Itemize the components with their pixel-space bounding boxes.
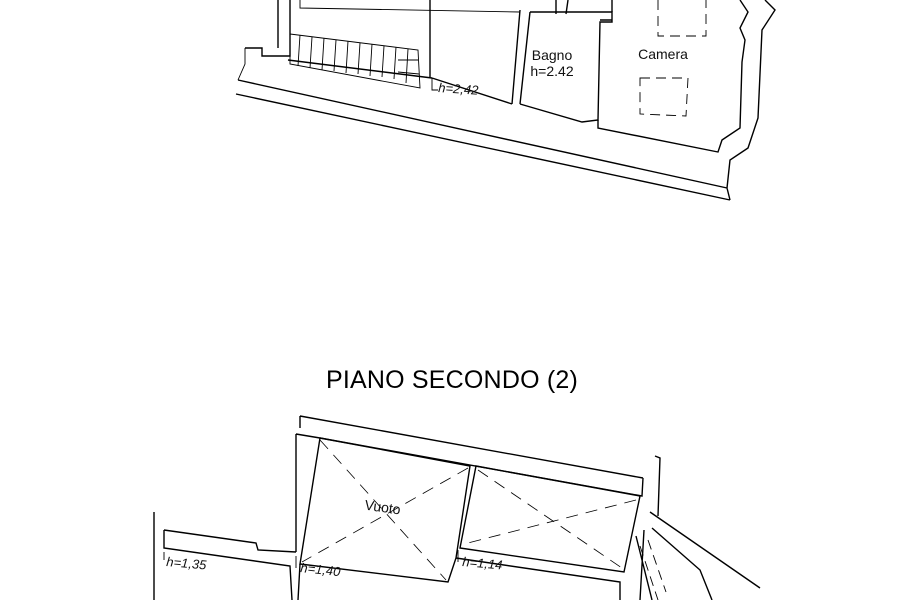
second-outer-wall-top [295, 415, 644, 552]
height-marker-1 [163, 550, 459, 568]
height-label-2: h=1,40 [300, 560, 342, 579]
camera-walls [597, 0, 749, 153]
right-void-dashes [639, 539, 667, 600]
second-floor-plan: Vuoto h=1,35 h=1,40 h=1,14 [153, 415, 761, 600]
room-label-vuoto: Vuoto [364, 497, 402, 518]
room-label-bagno: Bagno [532, 47, 573, 63]
camera-skylight-bottom [639, 77, 689, 117]
second-outer-wall-right [635, 455, 761, 600]
upper-floor-plan: Bagno h=2.42 Camera h=2,42 [235, 0, 776, 201]
camera-skylight-top [657, 0, 707, 37]
void-2-walls [459, 465, 641, 573]
bagno-walls [519, 0, 613, 123]
stair-icon [289, 33, 421, 89]
void-2-cross [463, 469, 637, 569]
room-label-camera: Camera [638, 46, 688, 62]
height-label-1: h=1,35 [166, 554, 208, 573]
floor-title: PIANO SECONDO (2) [326, 366, 578, 394]
vuoto-walls [299, 437, 471, 583]
vuoto-void-cross [301, 439, 469, 581]
stair-room-walls [287, 0, 531, 105]
room-height-bagno: h=2.42 [530, 63, 573, 79]
upper-outer-wall-inner [237, 0, 521, 81]
height-label-3: h=1,14 [462, 554, 503, 572]
second-outer-wall-left [153, 512, 297, 600]
stair-height-label: h=2,42 [438, 80, 480, 98]
stair-height-marker [431, 78, 438, 91]
upper-outer-wall [235, 0, 776, 201]
second-lower-partitions [297, 557, 621, 600]
